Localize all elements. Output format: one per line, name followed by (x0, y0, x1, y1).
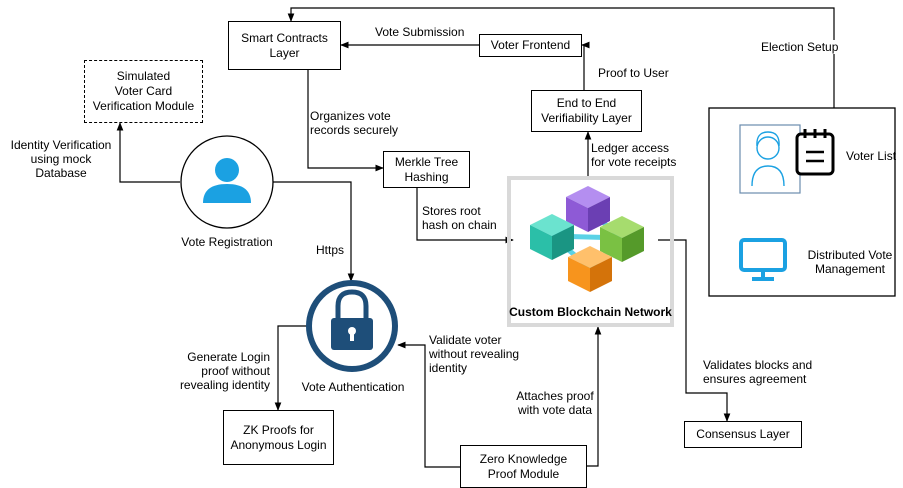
e2e-verifiability-node: End to End Verifiability Layer (531, 90, 642, 132)
vote-authentication-label: Vote Authentication (301, 380, 405, 394)
zk-proofs-node: ZK Proofs for Anonymous Login (223, 410, 334, 465)
voter-frontend-node: Voter Frontend (479, 34, 582, 57)
clipboard-icon (795, 129, 835, 176)
ledger-access-label: Ledger access for vote receipts (591, 141, 677, 169)
vote-submission-label: Vote Submission (375, 25, 465, 39)
edge-attaches-proof (587, 326, 602, 467)
consensus-layer-node: Consensus Layer (684, 421, 802, 448)
merkle-tree-node: Merkle Tree Hashing (383, 151, 470, 188)
organizes-label: Organizes vote records securely (310, 109, 399, 137)
cube-green (600, 216, 644, 262)
validates-blocks-label: Validates blocks and ensures agreement (703, 358, 813, 386)
vote-registration-label: Vote Registration (181, 235, 273, 249)
edge-generate-login (274, 325, 309, 411)
edge-validate-voter (397, 341, 460, 468)
edge-https (273, 181, 355, 282)
smart-contracts-node: Smart Contracts Layer (228, 21, 341, 70)
edge-validates-blocks (658, 239, 731, 422)
blockchain-network-label: Custom Blockchain Network (509, 305, 672, 319)
cube-teal (530, 214, 574, 260)
proof-to-user-label: Proof to User (598, 66, 669, 80)
attaches-proof-label: Attaches proof with vote data (516, 389, 594, 417)
identity-verification-label: Identity Verification using mock Databas… (10, 138, 112, 180)
election-setup-label: Election Setup (761, 40, 839, 54)
blockchain-cubes-icon (530, 186, 644, 292)
person-card-icon (739, 124, 801, 194)
distributed-vote-label: Distributed Vote Management (807, 248, 893, 276)
simulated-verification-node: Simulated Voter Card Verification Module (84, 60, 203, 123)
voter-list-label: Voter List (846, 149, 897, 163)
https-label: Https (316, 243, 345, 257)
cube-orange (568, 246, 612, 292)
edge-election-setup (287, 7, 835, 108)
edge-proof-to-user (581, 41, 590, 90)
monitor-icon (739, 238, 787, 281)
edge-stores-root (416, 188, 514, 244)
edge-identity-verification (116, 122, 180, 183)
lock-icon (306, 280, 398, 372)
blockchain-panel (507, 176, 674, 327)
stores-root-label: Stores root hash on chain (422, 204, 497, 232)
cube-purple (566, 186, 610, 232)
user-avatar-icon (180, 135, 274, 229)
edge-organizes (307, 70, 384, 172)
generate-login-label: Generate Login proof without revealing i… (179, 350, 270, 392)
zk-module-node: Zero Knowledge Proof Module (460, 445, 587, 488)
validate-voter-label: Validate voter without revealing identit… (429, 333, 520, 375)
